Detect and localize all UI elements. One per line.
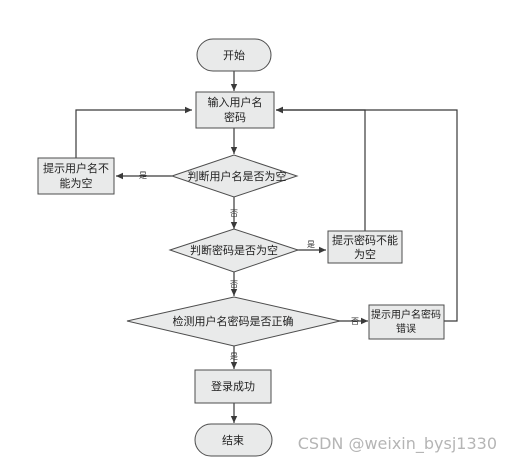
node-input: 输入用户名 密码 <box>195 91 275 129</box>
node-password-empty-label-line1: 提示密码不能 <box>332 233 398 247</box>
watermark-text: CSDN @weixin_bysj1330 <box>298 434 497 454</box>
node-start: 开始 <box>196 38 272 72</box>
node-verify: 检测用户名密码是否正确 <box>126 296 341 347</box>
node-check-password-label: 判断密码是否为空 <box>190 243 278 257</box>
node-start-label: 开始 <box>223 48 245 62</box>
node-input-label-line2: 密码 <box>224 110 246 124</box>
edges <box>75 71 458 423</box>
node-verify-label: 检测用户名密码是否正确 <box>173 314 294 328</box>
node-wrong-label-line1: 提示用户名密码 <box>371 308 441 321</box>
node-check-username-label: 判断用户名是否为空 <box>188 169 287 183</box>
node-end: 结束 <box>194 423 273 457</box>
node-username-empty: 提示用户名不 能为空 <box>37 157 115 195</box>
node-username-empty-label-line1: 提示用户名不 <box>43 161 109 175</box>
node-input-label-line1: 输入用户名 <box>208 95 263 109</box>
edge-wrong-to-input <box>276 106 458 322</box>
node-success: 登录成功 <box>194 369 272 404</box>
edge-labels: 是 否 是 否 否 是 <box>139 171 359 361</box>
node-wrong: 提示用户名密码 错误 <box>368 304 445 340</box>
node-password-empty: 提示密码不能 为空 <box>327 230 403 264</box>
edge-username-empty-to-input <box>75 106 192 158</box>
node-end-label: 结束 <box>222 434 244 447</box>
label-verify-yes: 是 <box>230 352 238 361</box>
node-check-username: 判断用户名是否为空 <box>170 154 299 198</box>
label-password-no: 否 <box>230 280 238 289</box>
node-wrong-label-line2: 错误 <box>396 322 416 335</box>
edge-password-empty-to-input <box>276 106 366 231</box>
label-username-no: 否 <box>230 209 238 218</box>
node-username-empty-label-line2: 能为空 <box>60 176 93 190</box>
label-username-yes: 是 <box>139 171 147 180</box>
label-password-yes: 是 <box>307 240 315 249</box>
node-password-empty-label-line2: 为空 <box>354 247 376 261</box>
label-verify-no: 否 <box>351 317 359 326</box>
node-check-password: 判断密码是否为空 <box>168 228 300 273</box>
node-success-label: 登录成功 <box>211 379 255 393</box>
